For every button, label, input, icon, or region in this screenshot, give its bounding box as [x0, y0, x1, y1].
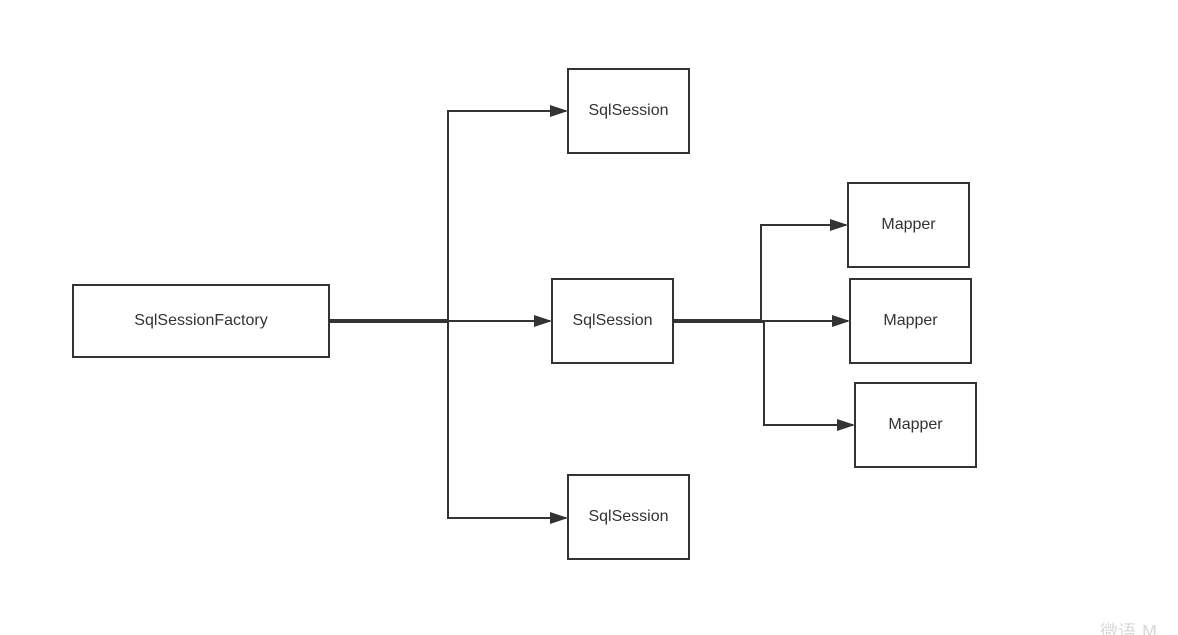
mapper-node-top: Mapper	[847, 182, 970, 268]
sqlsession-node-middle: SqlSession	[551, 278, 674, 364]
sqlsession-node-top: SqlSession	[567, 68, 690, 154]
edge-session-to-mapper-bottom	[674, 321, 855, 431]
watermark-text: 微语 M	[1100, 622, 1158, 635]
sqlsession-node-bottom: SqlSession	[567, 474, 690, 560]
mapper-node-bottom: Mapper	[854, 382, 977, 468]
sqlsessionfactory-label: SqlSessionFactory	[134, 312, 268, 329]
sqlsession-label-top: SqlSession	[588, 102, 669, 119]
mapper-label-middle: Mapper	[883, 312, 938, 329]
sqlsessionfactory-node: SqlSessionFactory	[72, 284, 330, 358]
edge-factory-to-session-top	[329, 105, 568, 321]
sqlsession-label-middle: SqlSession	[572, 312, 653, 329]
mapper-label-bottom: Mapper	[888, 416, 943, 433]
edge-session-to-mapper-top	[674, 219, 848, 321]
mapper-node-middle: Mapper	[849, 278, 972, 364]
edge-factory-to-session-bottom	[329, 321, 568, 524]
sqlsession-label-bottom: SqlSession	[588, 508, 669, 525]
mapper-label-top: Mapper	[881, 216, 936, 233]
